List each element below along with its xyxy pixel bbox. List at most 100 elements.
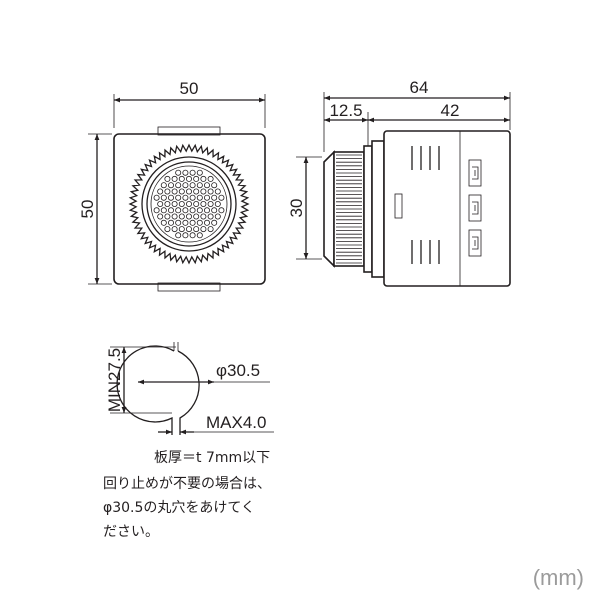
- sound-hole: [211, 219, 218, 226]
- sound-hole: [196, 232, 203, 239]
- sound-hole: [214, 188, 221, 195]
- sound-hole: [196, 182, 203, 189]
- sound-hole: [203, 194, 210, 201]
- sound-hole: [189, 207, 196, 214]
- sound-hole: [189, 169, 196, 176]
- sound-hole: [182, 207, 189, 214]
- sound-hole: [164, 226, 171, 233]
- side-height-dimension: 30: [287, 199, 306, 218]
- sound-hole: [182, 232, 189, 239]
- sound-hole: [200, 188, 207, 195]
- sound-hole: [193, 175, 200, 182]
- sound-hole: [207, 188, 214, 195]
- cutout-note-line-1: 回り止めが不要の場合は、: [103, 476, 271, 492]
- terminal: [468, 194, 482, 222]
- sound-hole: [160, 207, 167, 214]
- front-view: 50 50: [78, 79, 266, 292]
- front-top-tab: [157, 126, 221, 136]
- sound-hole: [175, 232, 182, 239]
- side-vent-slots: [411, 146, 440, 264]
- cutout-max-dimension: MAX4.0: [206, 413, 266, 432]
- sound-hole: [207, 226, 214, 233]
- sound-hole: [171, 200, 178, 207]
- side-nut: [371, 140, 385, 278]
- sound-hole: [185, 213, 192, 220]
- sound-hole: [185, 200, 192, 207]
- sound-hole: [193, 188, 200, 195]
- grille-rim: [150, 165, 228, 243]
- terminal-screw: [472, 166, 479, 180]
- sound-hole: [178, 175, 185, 182]
- sound-hole: [196, 207, 203, 214]
- knurl-lines: [336, 154, 362, 264]
- sound-hole: [175, 169, 182, 176]
- sound-hole: [214, 200, 221, 207]
- cutout-min-dimension: MIN27.5: [105, 348, 124, 412]
- knob-inner-ring: [146, 161, 232, 247]
- sound-hole: [178, 188, 185, 195]
- side-panel-flange: [363, 145, 373, 273]
- sound-hole: [167, 182, 174, 189]
- sound-hole: [193, 226, 200, 233]
- sound-hole: [196, 169, 203, 176]
- terminal-screw: [472, 201, 479, 215]
- sound-hole: [200, 213, 207, 220]
- sound-hole: [164, 200, 171, 207]
- sound-hole: [196, 194, 203, 201]
- sound-hole: [160, 194, 167, 201]
- sound-hole: [153, 207, 160, 214]
- sound-hole: [207, 175, 214, 182]
- sound-hole: [178, 213, 185, 220]
- terminal: [468, 159, 482, 187]
- sound-hole: [178, 226, 185, 233]
- sound-hole: [200, 175, 207, 182]
- sound-hole: [175, 219, 182, 226]
- front-height-dimension: 50: [78, 200, 97, 219]
- side-body-dimension: 42: [441, 101, 460, 120]
- sound-hole: [182, 219, 189, 226]
- sound-hole: [175, 207, 182, 214]
- sound-hole: [171, 175, 178, 182]
- sound-hole: [182, 169, 189, 176]
- sound-hole: [200, 226, 207, 233]
- front-bottom-tab: [157, 282, 221, 292]
- sound-hole: [207, 200, 214, 207]
- sound-hole: [157, 213, 164, 220]
- sound-hole: [185, 188, 192, 195]
- sound-hole: [185, 226, 192, 233]
- side-total-dimension: 64: [410, 78, 429, 97]
- sound-hole: [175, 182, 182, 189]
- sound-hole: [164, 175, 171, 182]
- sound-hole: [203, 207, 210, 214]
- sound-hole: [207, 213, 214, 220]
- side-main-body: [383, 130, 511, 287]
- sound-hole: [167, 219, 174, 226]
- cutout-note-line-3: ださい。: [103, 524, 159, 540]
- sound-hole: [160, 219, 167, 226]
- sound-hole: [211, 194, 218, 201]
- front-width-dimension: 50: [180, 79, 199, 98]
- sound-hole: [196, 219, 203, 226]
- sound-hole: [189, 194, 196, 201]
- sound-hole: [189, 219, 196, 226]
- cutout-note-line-2: φ30.5の丸穴をあけてく: [103, 500, 255, 516]
- sound-hole: [193, 200, 200, 207]
- sound-hole: [193, 213, 200, 220]
- serrated-ring: [128, 143, 250, 265]
- sound-hole: [203, 219, 210, 226]
- sound-hole: [211, 207, 218, 214]
- sound-hole: [171, 226, 178, 233]
- sound-hole: [214, 213, 221, 220]
- sound-hole: [182, 194, 189, 201]
- sound-hole: [171, 213, 178, 220]
- sound-hole: [157, 200, 164, 207]
- side-latch-slot: [394, 193, 403, 219]
- terminal: [468, 229, 482, 257]
- cutout-outline: [116, 345, 200, 435]
- panel-cutout-view: MIN27.5 φ30.5 MAX4.0 板厚＝t 7mm以下 回り止めが不要の…: [103, 342, 274, 540]
- sound-hole: [164, 213, 171, 220]
- sound-hole: [182, 182, 189, 189]
- cutout-diameter-dimension: φ30.5: [216, 361, 260, 380]
- sound-hole: [160, 182, 167, 189]
- side-bezel-front: [323, 150, 335, 268]
